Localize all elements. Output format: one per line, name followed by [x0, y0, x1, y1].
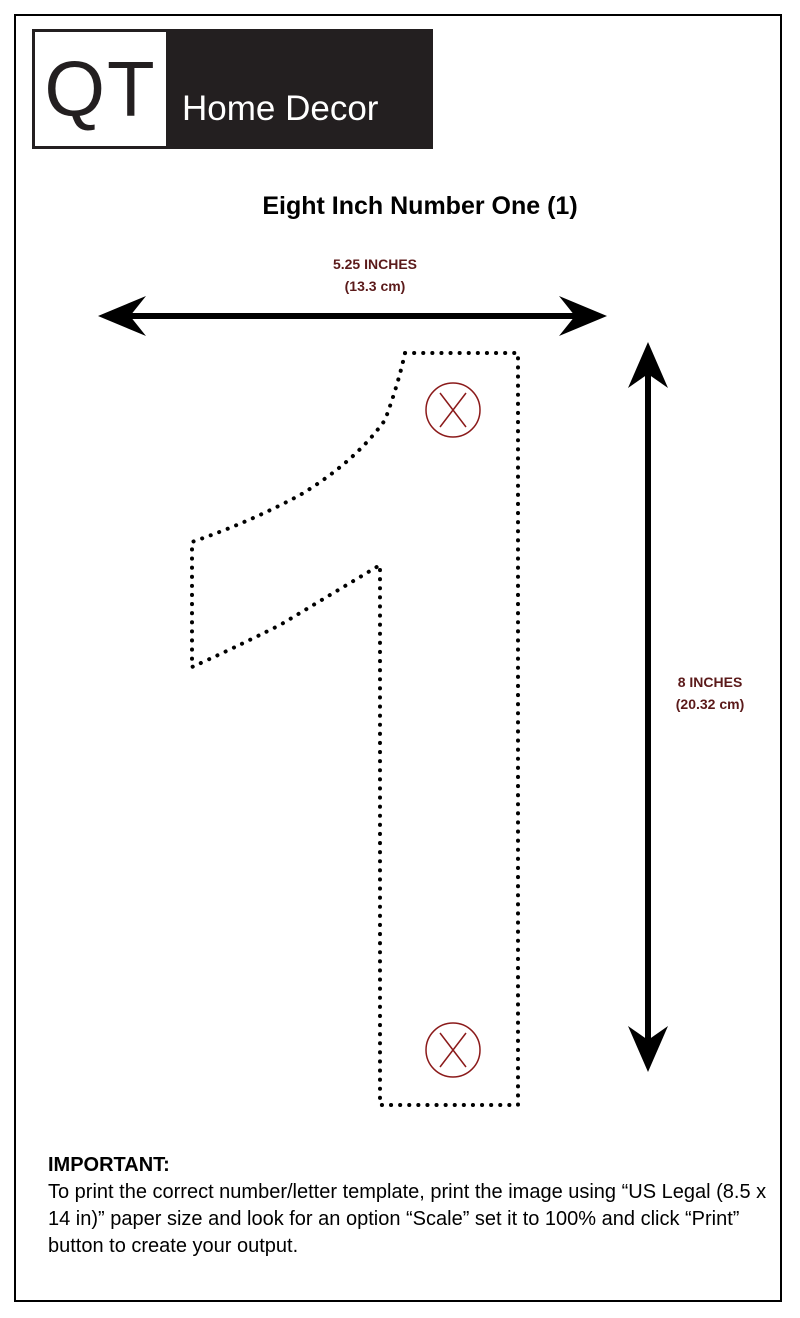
instructions-heading: IMPORTANT: — [48, 1154, 170, 1176]
number-one-outline — [190, 351, 520, 1107]
brand-name: Home Decor — [166, 32, 430, 146]
circled-x-icon — [425, 382, 481, 438]
width-dimension-label: 5.25 INCHES (13.3 cm) — [290, 253, 460, 297]
width-inches: 5.25 INCHES — [332, 256, 418, 272]
brand-mark: QT — [35, 32, 166, 146]
print-instructions: IMPORTANT: To print the correct number/l… — [48, 1152, 768, 1260]
height-inches: 8 INCHES — [677, 674, 743, 690]
height-arrow — [628, 342, 668, 1072]
page-border — [14, 14, 782, 1302]
brand-logo: QT Home Decor — [32, 29, 433, 149]
mounting-hole-top — [425, 382, 481, 438]
height-dimension-label: 8 INCHES (20.32 cm) — [640, 671, 780, 715]
page-title: Eight Inch Number One (1) — [262, 192, 578, 220]
width-arrow — [98, 296, 607, 336]
height-cm: (20.32 cm) — [675, 696, 745, 712]
mounting-hole-bottom — [425, 1022, 481, 1078]
circled-x-icon — [425, 1022, 481, 1078]
instructions-text: To print the correct number/letter templ… — [48, 1181, 767, 1257]
width-cm: (13.3 cm) — [344, 278, 406, 294]
